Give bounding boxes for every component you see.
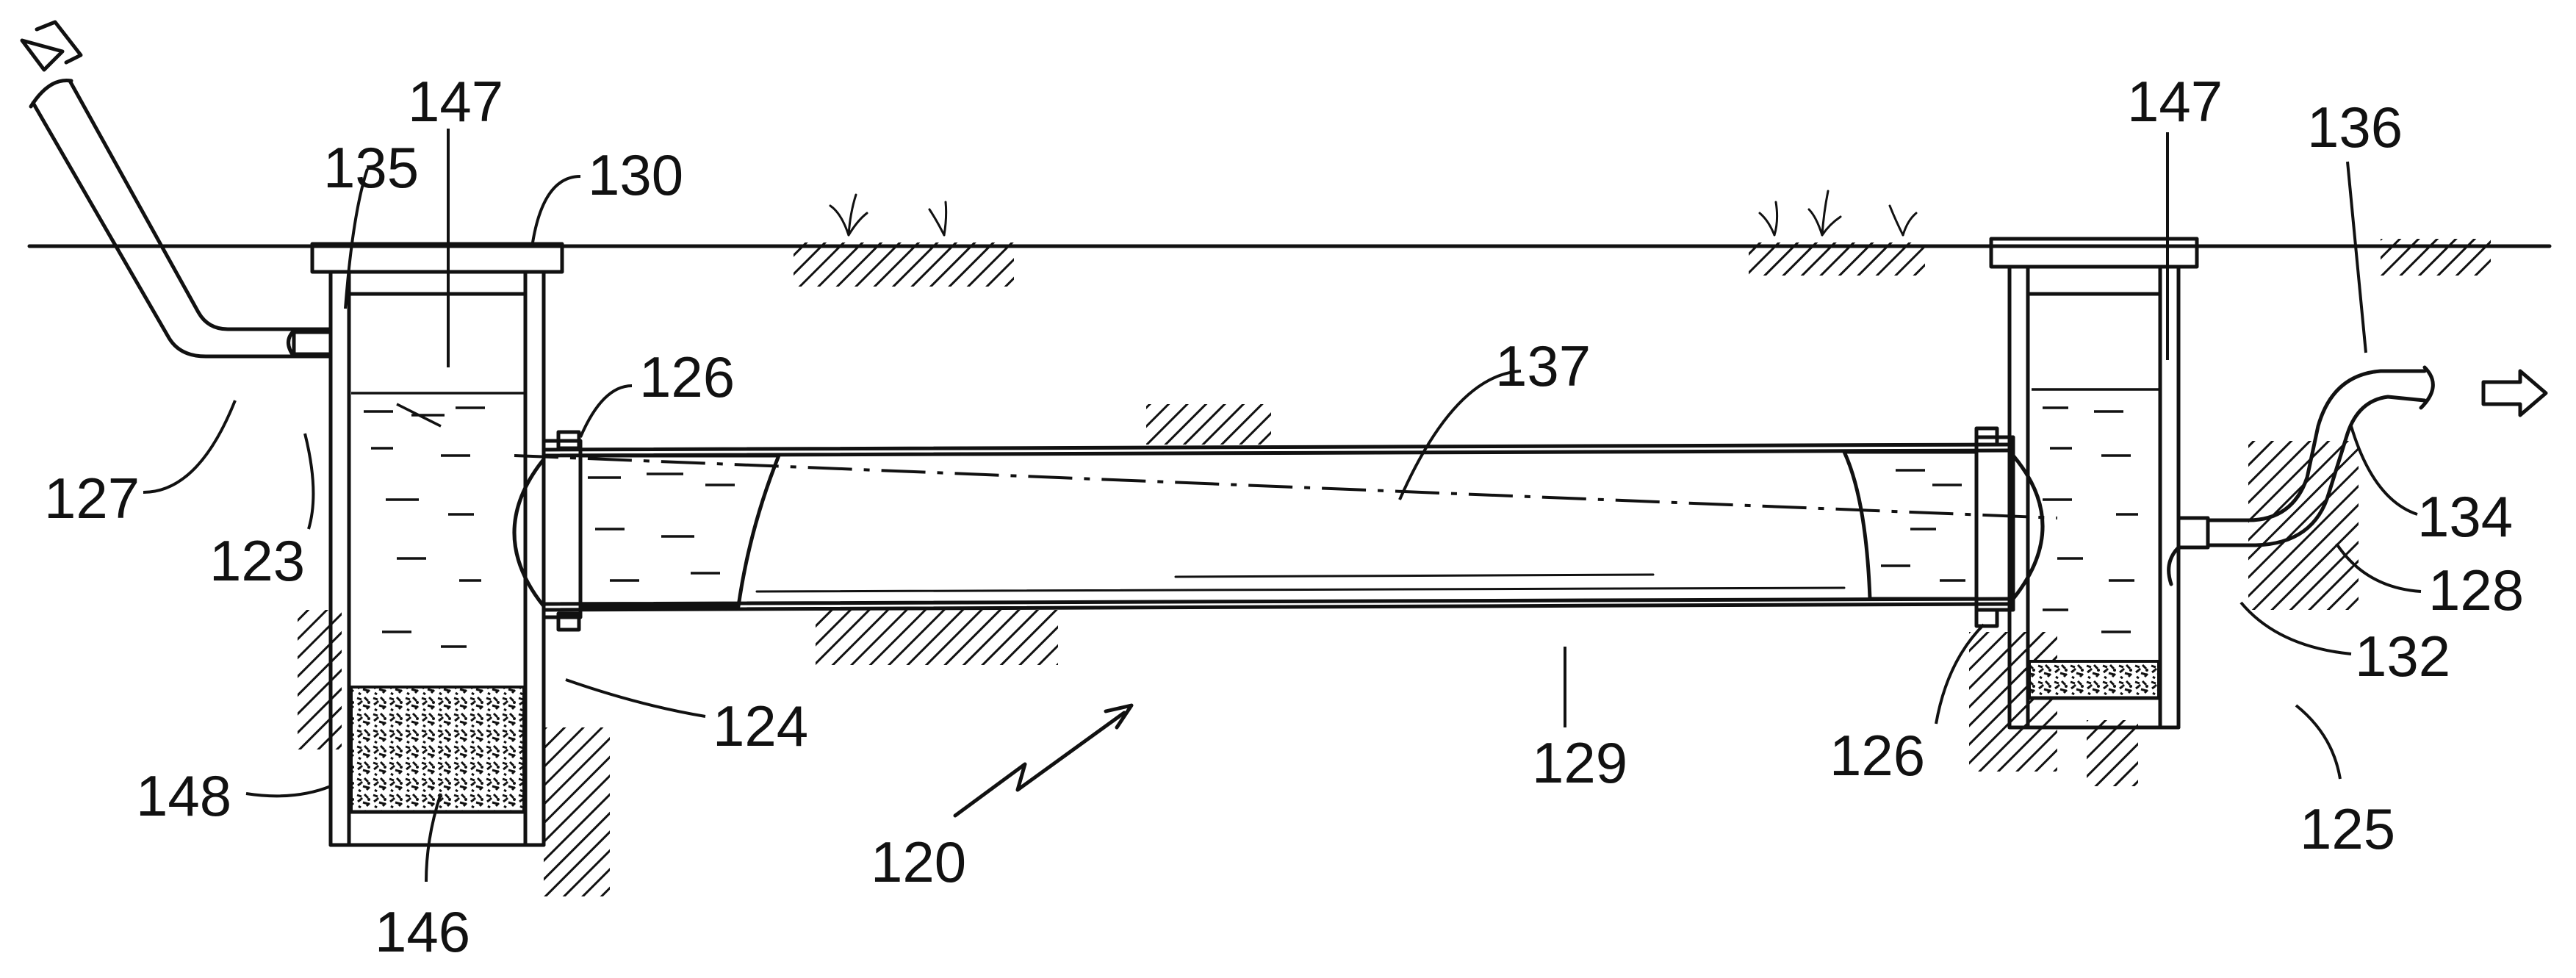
left-sediment [350,686,525,813]
label-132: 132 [2355,624,2450,688]
label-148: 148 [136,763,231,828]
main-pipe [512,426,2045,632]
label-128: 128 [2428,558,2524,622]
label-146: 146 [375,899,470,964]
label-124: 124 [713,694,808,758]
inlet-pipe [29,78,333,359]
label-127: 127 [44,466,140,531]
label-125: 125 [2300,797,2395,861]
outlet-arrow-icon [2481,369,2548,417]
right-box [1989,237,2199,730]
label-134: 134 [2417,484,2513,549]
label-130: 130 [588,143,683,207]
label-126-top: 126 [639,345,735,409]
center-axis [514,454,2058,519]
label-147-left: 147 [408,69,503,134]
outlet-pipe [2167,365,2435,586]
reference-labels: 127 123 135 147 130 126 137 124 148 146 … [44,69,2524,964]
label-126-bottom: 126 [1830,723,1925,788]
label-136: 136 [2307,95,2403,159]
label-123: 123 [209,528,305,593]
leader-lines [143,129,2422,882]
label-129: 129 [1532,730,1627,795]
inlet-arrow-icon [20,20,83,72]
label-147-right: 147 [2127,69,2223,134]
soil-hatching [298,239,2491,896]
label-120: 120 [871,830,966,894]
label-135: 135 [323,135,419,200]
assembly-pointer [953,711,1126,818]
label-137: 137 [1495,334,1591,398]
left-box [310,242,564,847]
grass-tufts [829,190,1918,237]
right-sediment [2028,660,2160,700]
